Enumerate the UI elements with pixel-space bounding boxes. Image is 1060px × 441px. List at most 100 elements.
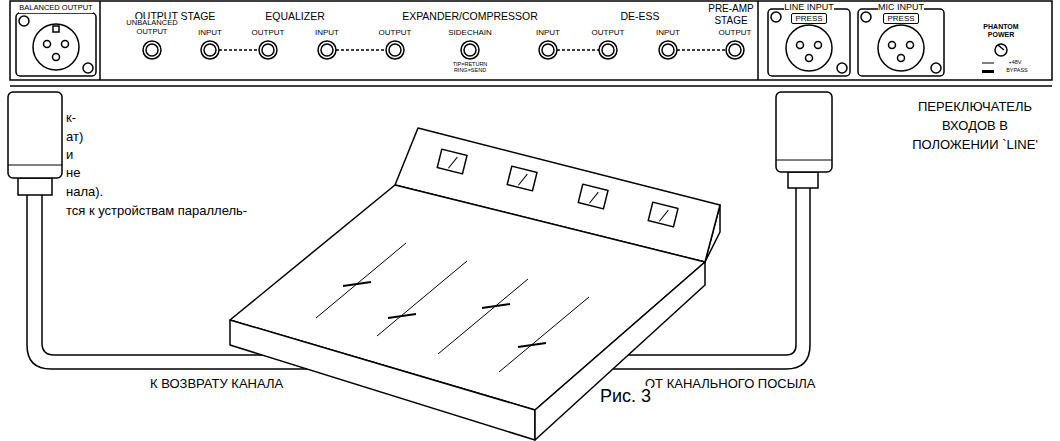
xlr-mic-input-part (898, 55, 905, 62)
mixer-console (230, 128, 720, 440)
jack-sockets-part (389, 44, 401, 56)
cable-label: К ВОЗВРАТУ КАНАЛА (150, 377, 283, 392)
jack-sockets (143, 41, 744, 59)
xlr-line-input-part (768, 9, 850, 76)
jack-sockets-part (729, 44, 741, 56)
jack-label: INPUT (656, 28, 680, 37)
xlr-balanced-output-part (83, 63, 93, 73)
jack-sockets-part (464, 44, 476, 56)
mixer-console-part (388, 314, 416, 318)
mixer-console-part (518, 343, 546, 347)
text-fragment: нала). (66, 185, 103, 200)
jack-sockets-part (662, 44, 674, 56)
mixer-console-part-part (648, 202, 678, 227)
mixer-console-part (648, 202, 678, 227)
panel-section: DE-ESSOUTPUTINPUT (575, 2, 700, 79)
mixer-console-part (482, 304, 510, 308)
text-fragment: ат) (66, 130, 83, 145)
mixer-console-part (578, 184, 608, 209)
jack-label: TIP=RETURN RING=SEND (447, 61, 493, 74)
xlr-mic-input-part (907, 42, 914, 49)
mixer-console-part-part (589, 191, 598, 205)
jack-sockets-part (539, 41, 557, 59)
signal-chain-dashes-part (219, 49, 259, 51)
section-title: PHANTOM POWER (976, 23, 1026, 39)
switch-note: ПЕРЕКЛЮЧАТЕЛЬ ВХОДОВ В ПОЛОЖЕНИИ `LINE' (897, 97, 1053, 154)
panel-section: PRE-AMP STAGEOUTPUT (700, 2, 758, 79)
cable-label: ОТ КАНАЛЬНОГО ПОСЫЛА (645, 377, 815, 392)
mixer-console-part (437, 149, 467, 174)
rear-panel-part (99, 1, 101, 80)
cable-left-part (8, 92, 62, 178)
xlr-line-input-part (815, 42, 822, 49)
signal-chain-dashes (219, 49, 726, 51)
panel-section: MIC INPUTPRESS (854, 2, 946, 79)
jack-label: OUTPUT (719, 28, 752, 37)
mixer-console-part (535, 262, 705, 440)
press-tab: PRESS (791, 13, 826, 24)
rear-panel (10, 1, 1052, 86)
xlr-line-input-part (806, 55, 813, 62)
rear-panel-part (757, 1, 759, 80)
mixer-console-part-part (448, 156, 457, 170)
mixer-console-part (438, 279, 528, 354)
panel-section: BALANCED OUTPUT (12, 2, 100, 79)
jack-label: OUTPUT (252, 28, 285, 37)
xlr-balanced-output-part (33, 24, 79, 70)
phantom-switch (982, 44, 1007, 73)
xlr-balanced-output (16, 13, 96, 76)
mixer-console-part (316, 243, 406, 318)
cable-right-part (788, 172, 818, 188)
xlr-balanced-output-part (19, 16, 29, 26)
section-title: BALANCED OUTPUT (19, 4, 92, 13)
xlr-mic-input-part (931, 63, 941, 73)
xlr-line-input (768, 9, 850, 76)
text-fragment: тся к устройствам параллель- (66, 204, 247, 219)
xlr-mic-input-part (858, 9, 944, 76)
jack-label: UNBALANCED OUTPUT (121, 19, 183, 36)
jack-label: INPUT (198, 28, 222, 37)
mixer-console-part (377, 261, 467, 336)
xlr-balanced-output-part (16, 13, 96, 76)
cable-right-part (776, 160, 832, 161)
panel-section: OUTPUT STAGEUNBALANCED OUTPUTINPUT (100, 2, 235, 79)
jack-sockets-part (542, 44, 554, 56)
press-tab: PRESS (883, 13, 918, 24)
jack-sockets-part (386, 41, 404, 59)
jack-sockets-part (146, 44, 158, 56)
signal-chain-dashes-part (336, 49, 386, 51)
xlr-balanced-output-part (44, 41, 51, 48)
jack-sockets-part (201, 41, 219, 59)
xlr-mic-input-part (861, 12, 871, 22)
phantom-switch-part (998, 45, 1004, 50)
mixer-console-part (230, 185, 705, 410)
figure-caption: Рис. 3 (600, 386, 651, 407)
jack-sockets-part (599, 41, 617, 59)
jack-label: OUTPUT (592, 28, 625, 37)
jack-sockets-part (659, 41, 677, 59)
cable-left-part (8, 165, 62, 166)
xlr-mic-input-part (889, 42, 896, 49)
jack-label: BYPASS (1006, 67, 1028, 73)
xlr-line-input-part (837, 63, 847, 73)
jack-label: +48V (1009, 59, 1022, 65)
jack-label: SIDECHAIN (448, 28, 492, 37)
mixer-console-part-part (578, 184, 608, 209)
jack-label: OUTPUT (379, 28, 412, 37)
section-title: MIC INPUT (878, 2, 924, 12)
jack-sockets-part (726, 41, 744, 59)
section-title: EXPANDER/COMPRESSOR (402, 10, 538, 22)
panel-section: LINE INPUTPRESS (758, 2, 854, 79)
xlr-line-input-part (797, 42, 804, 49)
phantom-switch-part (982, 70, 994, 73)
jack-label: INPUT (315, 28, 339, 37)
rear-panel-part (10, 1, 1052, 80)
jack-sockets-part (204, 44, 216, 56)
mixer-console-part-part (518, 173, 527, 187)
section-title: LINE INPUT (784, 2, 834, 12)
mixer-console-part-part (507, 166, 537, 191)
phantom-switch-part (995, 44, 1007, 56)
text-fragment: и (66, 148, 73, 163)
section-title: EQUALIZER (265, 10, 325, 22)
